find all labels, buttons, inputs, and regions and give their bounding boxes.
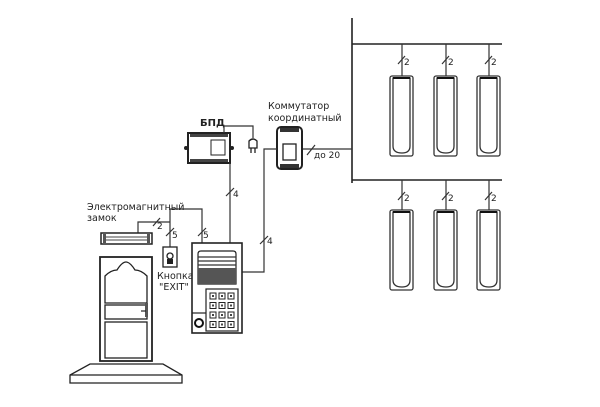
lock-wire: [137, 221, 170, 233]
apartment-handset: 2: [433, 44, 458, 157]
handset-wire-count: 2: [491, 194, 497, 204]
button-panel-wire: [169, 208, 203, 247]
door: [99, 256, 153, 362]
power-supply-unit: [184, 132, 234, 164]
wire-slash: [197, 227, 207, 237]
wire-slash: [165, 227, 175, 237]
lock-wire-count: 2: [157, 222, 163, 232]
switch-panel-count: 4: [267, 237, 273, 247]
handset-wire-count: 2: [404, 58, 410, 68]
handset-group: 2 2 2 2 2 2: [389, 44, 501, 291]
panel-top-wire-count: 5: [203, 231, 209, 241]
apartment-handset: 2: [389, 180, 414, 291]
wire-slash: [484, 55, 493, 65]
switch-bus-count: до 20: [314, 151, 340, 161]
door-step: [69, 363, 183, 384]
handset-wire-count: 2: [448, 194, 454, 204]
wire-slash: [441, 55, 450, 65]
lock-label-line2: замок: [87, 213, 117, 224]
electromagnetic-lock: [100, 232, 153, 245]
wire-slash: [441, 191, 450, 201]
psu-label: БПД: [200, 118, 225, 129]
switch-label-line1: Коммутатор: [268, 101, 329, 112]
power-plug-icon: [248, 138, 258, 153]
exit-button: [162, 246, 178, 268]
apartment-handset: 2: [476, 44, 501, 157]
button-label-line2: "EXIT": [159, 282, 189, 293]
wire-slash: [397, 55, 406, 65]
handset-wire-count: 2: [448, 58, 454, 68]
call-panel: [191, 242, 243, 334]
handset-wire-count: 2: [491, 58, 497, 68]
coordinate-switch: [276, 126, 303, 170]
apartment-handset: 2: [433, 180, 458, 291]
psu-panel-count: 4: [233, 190, 239, 200]
wire-slash: [259, 235, 269, 245]
wire-slash: [306, 144, 316, 156]
handset-wire-count: 2: [404, 194, 410, 204]
apartment-handset: 2: [476, 180, 501, 291]
wire-slash: [484, 191, 493, 201]
wire-slash: [397, 191, 406, 201]
psu-power-cord: [223, 125, 254, 138]
switch-panel-wire: [242, 148, 277, 273]
keypad: [209, 292, 235, 328]
lock-label-line1: Электромагнитный: [87, 202, 184, 213]
button-label-line1: Кнопка: [157, 271, 194, 282]
switch-label-line2: координатный: [268, 113, 342, 124]
wire-slash: [152, 217, 161, 227]
apartment-handset: 2: [389, 44, 414, 157]
wire-slash: [225, 187, 235, 197]
button-wire-count: 5: [172, 231, 178, 241]
